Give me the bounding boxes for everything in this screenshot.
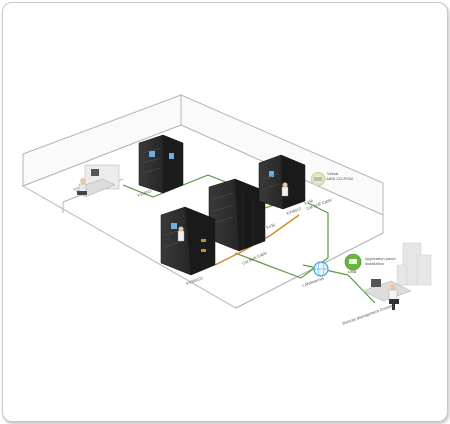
rack-cluster-front <box>160 206 216 276</box>
left-workstation <box>72 164 120 198</box>
label-virtual: Virtual <box>327 171 338 176</box>
cable-right-down <box>234 202 329 279</box>
label-kvm0121: KVM0121 <box>186 275 205 286</box>
cable-remote <box>347 274 376 304</box>
label-kvm012: KVM012 <box>286 206 303 216</box>
label-kvm011: KVM011 <box>137 188 154 198</box>
lan-globe-icon <box>313 261 329 277</box>
usb-badge-icon <box>344 253 362 271</box>
label-app-panel: Application panel <box>365 256 396 261</box>
label-app-install: installation <box>365 261 384 266</box>
label-lan-internet: LAN/Internet <box>302 275 326 288</box>
remote-console-workstation <box>362 279 412 310</box>
remote-building-icon <box>396 242 432 286</box>
front-wall-edge <box>235 232 384 309</box>
label-usb-badge: USB <box>348 269 357 274</box>
rack-cluster-left <box>138 134 184 194</box>
label-usb-cdrom: USB CD-ROM <box>327 176 353 181</box>
datacenter-diagram: KVM011 KVM012 Virtual USB CD-ROM <box>21 94 432 326</box>
rack-cluster-center <box>208 178 266 252</box>
virtual-usb-callout <box>310 171 331 187</box>
label-cable-back-top: KVM <box>304 198 314 206</box>
label-remote-console: Remote Management Console <box>342 302 395 326</box>
label-cable-center: KVM <box>266 222 276 230</box>
rack-cluster-right <box>258 154 306 210</box>
